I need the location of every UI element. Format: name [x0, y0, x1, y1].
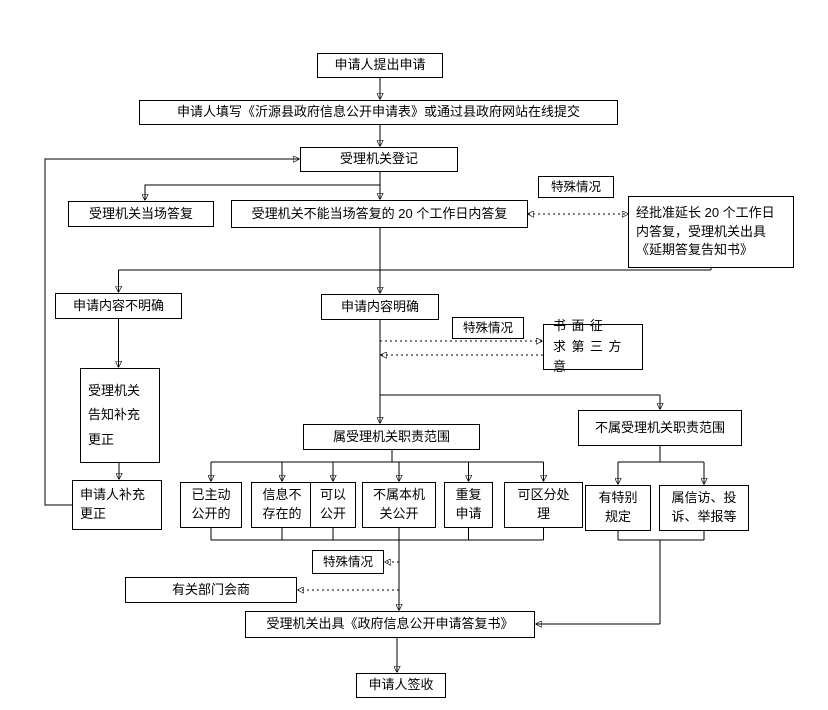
dotted-connectors: [298, 214, 628, 590]
node-fill-form: 申请人填写《沂源县政府信息公开申请表》或通过县政府网站在线提交: [139, 100, 618, 125]
node-consult: 有关部门会商: [125, 577, 297, 603]
node-sign: 申请人签收: [356, 673, 446, 698]
node-special-rule: 有特别 规定: [585, 485, 651, 531]
node-not-exist: 信息不 存在的: [251, 482, 313, 528]
node-already-public: 已主动 公开的: [180, 482, 242, 528]
node-separable: 可区分处 理: [504, 482, 583, 528]
node-extension: 经批准延长 20 个工作日 内答复，受理机关出具 《延期答复告知书》: [628, 196, 794, 268]
node-content-unclear: 申请内容不明确: [55, 293, 182, 319]
node-content-clear: 申请内容明确: [321, 294, 439, 320]
node-register: 受理机关登记: [300, 147, 458, 172]
node-special-case-bottom: 特殊情况: [312, 550, 384, 574]
node-applicant-supplement: 申请人补充 更正: [72, 480, 162, 530]
node-third-party: 书面征 求第三方意: [543, 318, 643, 374]
node-reply-20days: 受理机关不能当场答复的 20 个工作日内答复: [231, 200, 528, 228]
node-not-this-org: 不属本机 关公开: [362, 482, 436, 528]
node-reply-onspot: 受理机关当场答复: [68, 201, 214, 227]
node-special-case-mid: 特殊情况: [452, 317, 524, 339]
solid-connectors: [44, 78, 712, 672]
node-out-scope: 不属受理机关职责范围: [578, 410, 742, 446]
node-petition: 属信访、投 诉、举报等: [659, 485, 749, 531]
node-apply: 申请人提出申请: [317, 53, 443, 78]
node-in-scope: 属受理机关职责范围: [303, 424, 480, 450]
node-can-public: 可以 公开: [310, 482, 356, 528]
node-special-case-top: 特殊情况: [538, 176, 614, 198]
node-notify-supplement: 受理机关 告知补充 更正: [80, 368, 160, 463]
node-repeat-apply: 重复 申请: [444, 482, 493, 528]
node-reply-doc: 受理机关出具《政府信息公开申请答复书》: [245, 611, 535, 638]
